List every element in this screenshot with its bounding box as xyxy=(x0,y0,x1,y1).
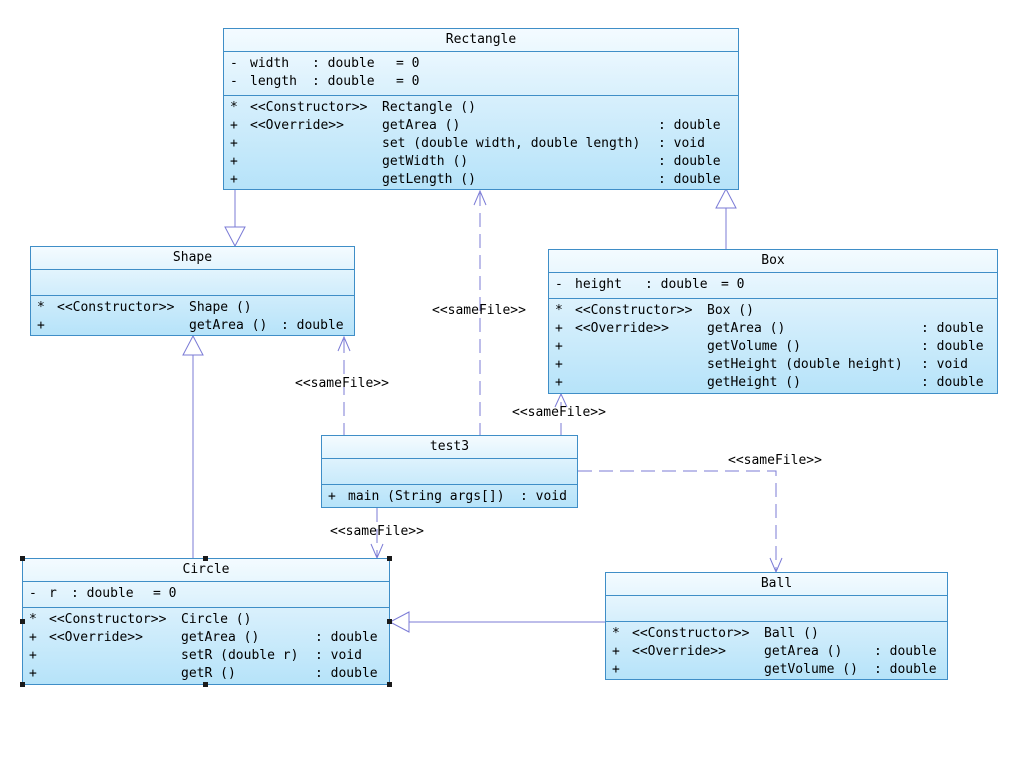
class-name: Ball xyxy=(606,573,947,596)
operation-row: + <<Override>> getArea () : double xyxy=(612,644,937,659)
resize-handle-middle-right[interactable] xyxy=(387,619,392,624)
dependency-label-test3-box: <<sameFile>> xyxy=(512,405,606,420)
attribute-row: - r : double = 0 xyxy=(29,586,177,601)
class-name: Rectangle xyxy=(224,29,738,52)
resize-handle-top-center[interactable] xyxy=(203,556,208,561)
operations-section: + main (String args[]) : void xyxy=(322,485,577,508)
resize-handle-top-right[interactable] xyxy=(387,556,392,561)
generalization-arrowhead-box-rectangle xyxy=(715,187,737,209)
resize-handle-top-left[interactable] xyxy=(20,556,25,561)
dependency-label-test3-rectangle: <<sameFile>> xyxy=(432,303,526,318)
generalization-arrowhead-shape-rectangle xyxy=(224,226,246,248)
operation-row: + getVolume () : double xyxy=(612,662,937,677)
operation-row: + getVolume () : double xyxy=(555,339,984,354)
class-name: test3 xyxy=(322,436,577,459)
relationship-lines xyxy=(182,187,783,633)
attributes-section xyxy=(31,270,354,296)
class-test3[interactable]: test3 + main (String args[]) : void xyxy=(321,435,578,508)
generalization-arrowhead-ball-circle xyxy=(388,611,410,633)
dependency-label-test3-circle: <<sameFile>> xyxy=(330,524,424,539)
operation-row: + getHeight () : double xyxy=(555,375,984,390)
operation-row: + getArea () : double xyxy=(37,318,344,333)
operation-row: + <<Override>> getArea () : double xyxy=(555,321,984,336)
operations-section: * <<Constructor>> Ball () + <<Override>>… xyxy=(606,622,947,681)
operations-section: * <<Constructor>> Rectangle () + <<Overr… xyxy=(224,96,738,191)
attributes-section: - height : double = 0 xyxy=(549,273,997,299)
operations-section: * <<Constructor>> Circle () + <<Override… xyxy=(23,608,389,685)
class-name: Shape xyxy=(31,247,354,270)
dependency-arrowhead-test3-rectangle xyxy=(473,189,487,206)
operation-row: * <<Constructor>> Box () xyxy=(555,303,754,318)
attributes-section: - r : double = 0 xyxy=(23,582,389,608)
operation-row: + setR (double r) : void xyxy=(29,648,362,663)
attribute-row: - width : double = 0 xyxy=(230,56,420,71)
operation-row: + setHeight (double height) : void xyxy=(555,357,968,372)
dependency-label-test3-shape: <<sameFile>> xyxy=(295,376,389,391)
operation-row: + main (String args[]) : void xyxy=(328,489,567,504)
resize-handle-middle-left[interactable] xyxy=(20,619,25,624)
attributes-section xyxy=(606,596,947,622)
attribute-row: - height : double = 0 xyxy=(555,277,745,292)
resize-handle-bottom-left[interactable] xyxy=(20,682,25,687)
class-ball[interactable]: Ball * <<Constructor>> Ball () + <<Overr… xyxy=(605,572,948,680)
class-name: Circle xyxy=(23,559,389,582)
operation-row: * <<Constructor>> Rectangle () xyxy=(230,100,476,115)
class-shape[interactable]: Shape * <<Constructor>> Shape () + getAr… xyxy=(30,246,355,336)
operations-section: * <<Constructor>> Shape () + getArea () … xyxy=(31,296,354,337)
dependency-arrowhead-test3-shape xyxy=(337,335,351,352)
attribute-row: - length : double = 0 xyxy=(230,74,420,89)
operation-row: * <<Constructor>> Ball () xyxy=(612,626,819,641)
class-box[interactable]: Box - height : double = 0 * <<Constructo… xyxy=(548,249,998,394)
resize-handle-bottom-right[interactable] xyxy=(387,682,392,687)
operation-row: + <<Override>> getArea () : double xyxy=(230,118,721,133)
operation-row: + getWidth () : double xyxy=(230,154,721,169)
operation-row: + getR () : double xyxy=(29,666,378,681)
attributes-section xyxy=(322,459,577,485)
resize-handle-bottom-center[interactable] xyxy=(203,682,208,687)
class-circle[interactable]: Circle - r : double = 0 * <<Constructor>… xyxy=(22,558,390,685)
class-name: Box xyxy=(549,250,997,273)
dependency-arrowhead-test3-box xyxy=(554,392,568,408)
generalization-arrowhead-circle-shape xyxy=(182,334,204,356)
attributes-section: - width : double = 0 - length : double =… xyxy=(224,52,738,96)
operation-row: * <<Constructor>> Shape () xyxy=(37,300,252,315)
dependency-test3-ball xyxy=(578,470,777,572)
class-rectangle[interactable]: Rectangle - width : double = 0 - length … xyxy=(223,28,739,190)
operation-row: + getLength () : double xyxy=(230,172,721,187)
dependency-label-test3-ball: <<sameFile>> xyxy=(728,453,822,468)
operation-row: * <<Constructor>> Circle () xyxy=(29,612,252,627)
operation-row: + set (double width, double length) : vo… xyxy=(230,136,705,151)
operations-section: * <<Constructor>> Box () + <<Override>> … xyxy=(549,299,997,394)
operation-row: + <<Override>> getArea () : double xyxy=(29,630,378,645)
